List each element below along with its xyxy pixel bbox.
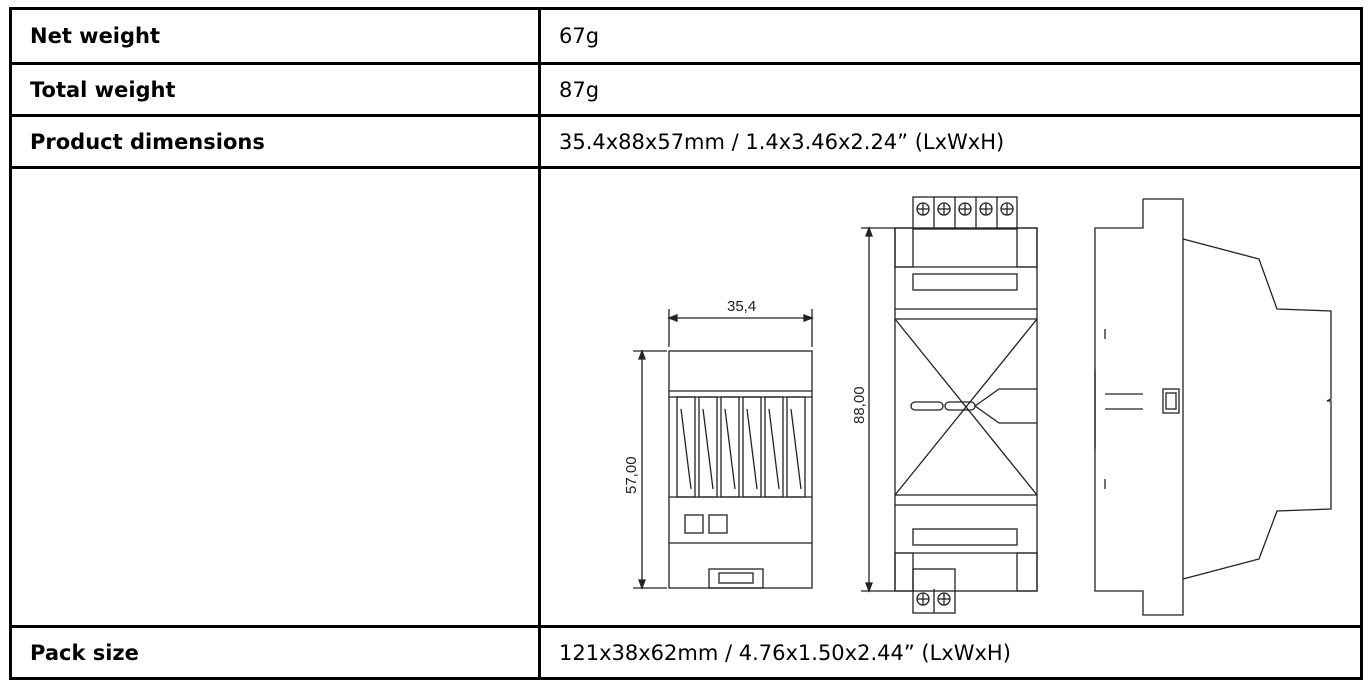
spec-value: 121x38x62mm / 4.76x1.50x2.44” (LxWxH) bbox=[538, 625, 1363, 680]
technical-drawing: 35,4 57,00 88,00 bbox=[623, 196, 1332, 616]
top-view bbox=[861, 196, 1038, 614]
spec-label: Pack size bbox=[9, 625, 541, 680]
spec-value: 67g bbox=[538, 7, 1363, 65]
spec-label-empty bbox=[9, 166, 541, 628]
spec-label: Total weight bbox=[9, 62, 541, 117]
spec-value: 35.4x88x57mm / 1.4x3.46x2.24” (LxWxH) bbox=[538, 114, 1363, 169]
spec-row-product-dimensions: Product dimensions 35.4x88x57mm / 1.4x3.… bbox=[9, 114, 1363, 169]
spec-label: Net weight bbox=[9, 7, 541, 65]
height-dimension-label: 57,00 bbox=[623, 456, 640, 494]
spec-row-net-weight: Net weight 67g bbox=[9, 7, 1363, 65]
width-dimension-label: 35,4 bbox=[727, 298, 756, 315]
front-view bbox=[633, 309, 814, 590]
specifications-table: Net weight 67g Total weight 87g Product … bbox=[9, 7, 1363, 680]
spec-row-pack-size: Pack size 121x38x62mm / 4.76x1.50x2.44” … bbox=[9, 625, 1363, 680]
technical-drawing-cell: 35,4 57,00 88,00 bbox=[538, 166, 1363, 628]
spec-row-drawing: 35,4 57,00 88,00 bbox=[9, 166, 1363, 628]
side-view bbox=[1094, 198, 1332, 616]
length-dimension-label: 88,00 bbox=[851, 386, 868, 424]
spec-value: 87g bbox=[538, 62, 1363, 117]
spec-row-total-weight: Total weight 87g bbox=[9, 62, 1363, 117]
spec-label: Product dimensions bbox=[9, 114, 541, 169]
